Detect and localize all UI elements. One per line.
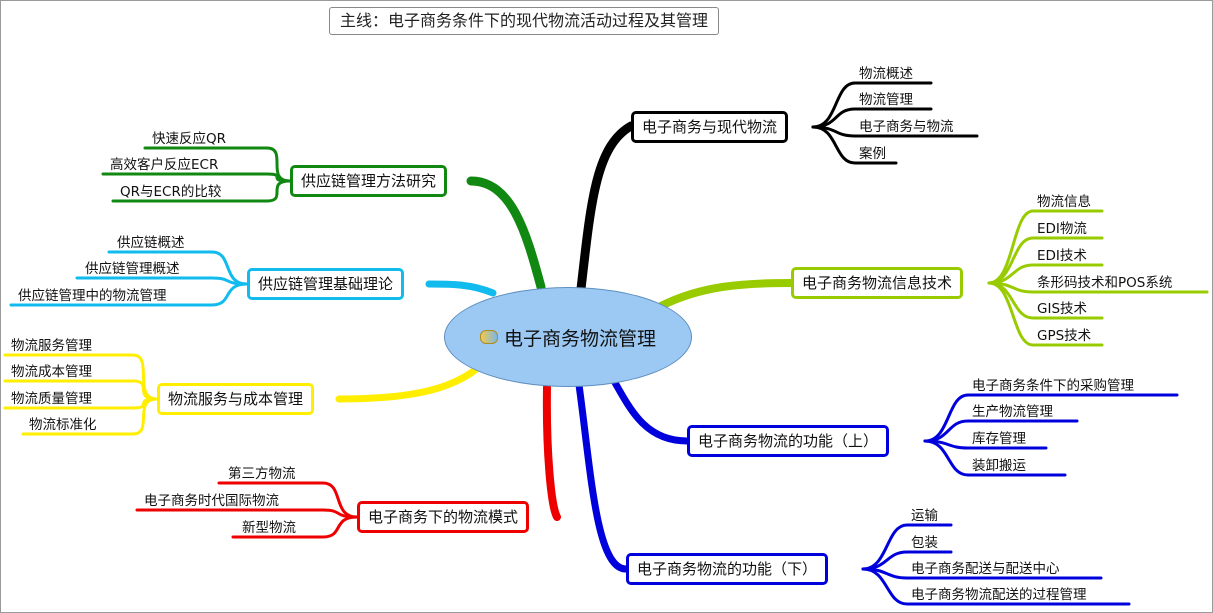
leaf-ecommerce-and-logistics[interactable]: 电子商务与物流 xyxy=(859,119,954,135)
branch-logistics-functions-1[interactable]: 电子商务物流的功能（上） xyxy=(687,425,890,457)
leaf-packaging[interactable]: 包装 xyxy=(911,535,938,551)
leaf-edi-logistics[interactable]: EDI物流 xyxy=(1037,221,1087,237)
main-thread-title[interactable]: 主线：电子商务条件下的现代物流活动过程及其管理 xyxy=(329,7,720,35)
branch-logistics-modes[interactable]: 电子商务下的物流模式 xyxy=(357,501,530,533)
connector-branch-3 xyxy=(609,375,691,445)
connector-leaf-7-2 xyxy=(75,276,249,286)
connector-branch-1 xyxy=(576,121,636,294)
leaf-distribution-center[interactable]: 电子商务配送与配送中心 xyxy=(911,561,1060,577)
connector-leaf-5-3 xyxy=(231,515,359,539)
central-topic[interactable]: 电子商务物流管理 xyxy=(444,287,692,387)
leaf-barcode-pos[interactable]: 条形码技术和POS系统 xyxy=(1037,275,1173,291)
leaf-gps[interactable]: GPS技术 xyxy=(1037,328,1092,344)
leaf-quick-response[interactable]: 快速反应QR xyxy=(152,131,227,147)
leaf-third-party-logistics[interactable]: 第三方物流 xyxy=(228,466,296,482)
leaf-quality-management[interactable]: 物流质量管理 xyxy=(11,391,92,407)
connector-branch-2 xyxy=(657,279,795,310)
branch-logistics-info-tech[interactable]: 电子商务物流信息技术 xyxy=(791,267,964,299)
connector-leaf-7-3 xyxy=(9,282,249,307)
leaf-qr-vs-ecr[interactable]: QR与ECR的比较 xyxy=(120,184,222,200)
connector-leaf-3-4 xyxy=(923,439,1067,477)
leaf-logistics-info[interactable]: 物流信息 xyxy=(1037,194,1091,210)
leaf-loading-unloading[interactable]: 装卸搬运 xyxy=(972,458,1026,474)
connector-leaf-4-4 xyxy=(861,567,1131,606)
leaf-logistics-in-scm[interactable]: 供应链管理中的物流管理 xyxy=(18,288,167,304)
connector-leaf-2-6 xyxy=(987,281,1104,347)
connector-branch-8 xyxy=(466,176,546,292)
leaf-procurement-management[interactable]: 电子商务条件下的采购管理 xyxy=(972,378,1134,394)
leaf-edi-tech[interactable]: EDI技术 xyxy=(1037,248,1087,264)
handshake-icon xyxy=(479,330,498,344)
leaf-standardization[interactable]: 物流标准化 xyxy=(29,417,97,433)
connector-leaf-8-2 xyxy=(101,172,292,183)
connector-branch-6 xyxy=(335,363,483,403)
connector-leaf-1-4 xyxy=(811,125,898,165)
central-topic-label: 电子商务物流管理 xyxy=(503,327,656,350)
leaf-supply-chain-overview[interactable]: 供应链概述 xyxy=(117,235,185,251)
leaf-logistics-management[interactable]: 物流管理 xyxy=(859,92,913,108)
leaf-inventory-management[interactable]: 库存管理 xyxy=(972,431,1026,447)
leaf-production-logistics[interactable]: 生产物流管理 xyxy=(972,404,1053,420)
leaf-transport[interactable]: 运输 xyxy=(911,508,938,524)
leaf-gis[interactable]: GIS技术 xyxy=(1037,301,1088,317)
leaf-scm-overview[interactable]: 供应链管理概述 xyxy=(85,261,180,277)
branch-logistics-functions-2[interactable]: 电子商务物流的功能（下） xyxy=(626,553,829,585)
leaf-new-logistics[interactable]: 新型物流 xyxy=(242,520,296,536)
leaf-international-logistics[interactable]: 电子商务时代国际物流 xyxy=(144,493,279,509)
leaf-cases[interactable]: 案例 xyxy=(859,146,886,162)
leaf-cost-management[interactable]: 物流成本管理 xyxy=(11,364,92,380)
leaf-ecr[interactable]: 高效客户反应ECR xyxy=(110,157,219,173)
leaf-logistics-overview[interactable]: 物流概述 xyxy=(859,66,913,82)
leaf-service-management[interactable]: 物流服务管理 xyxy=(11,338,92,354)
connector-leaf-6-4 xyxy=(21,397,159,436)
connector-leaf-5-2 xyxy=(135,508,359,519)
branch-ecommerce-modern-logistics[interactable]: 电子商务与现代物流 xyxy=(631,111,789,143)
connector-branch-4 xyxy=(575,381,630,573)
leaf-distribution-process[interactable]: 电子商务物流配送的过程管理 xyxy=(911,587,1087,603)
connector-leaf-8-3 xyxy=(111,179,292,203)
branch-service-cost[interactable]: 物流服务与成本管理 xyxy=(157,383,315,415)
connector-branch-7 xyxy=(425,280,497,297)
branch-supply-chain-basics[interactable]: 供应链管理基础理论 xyxy=(247,268,405,300)
connector-branch-5 xyxy=(542,383,561,521)
branch-supply-chain-methods[interactable]: 供应链管理方法研究 xyxy=(290,165,448,197)
